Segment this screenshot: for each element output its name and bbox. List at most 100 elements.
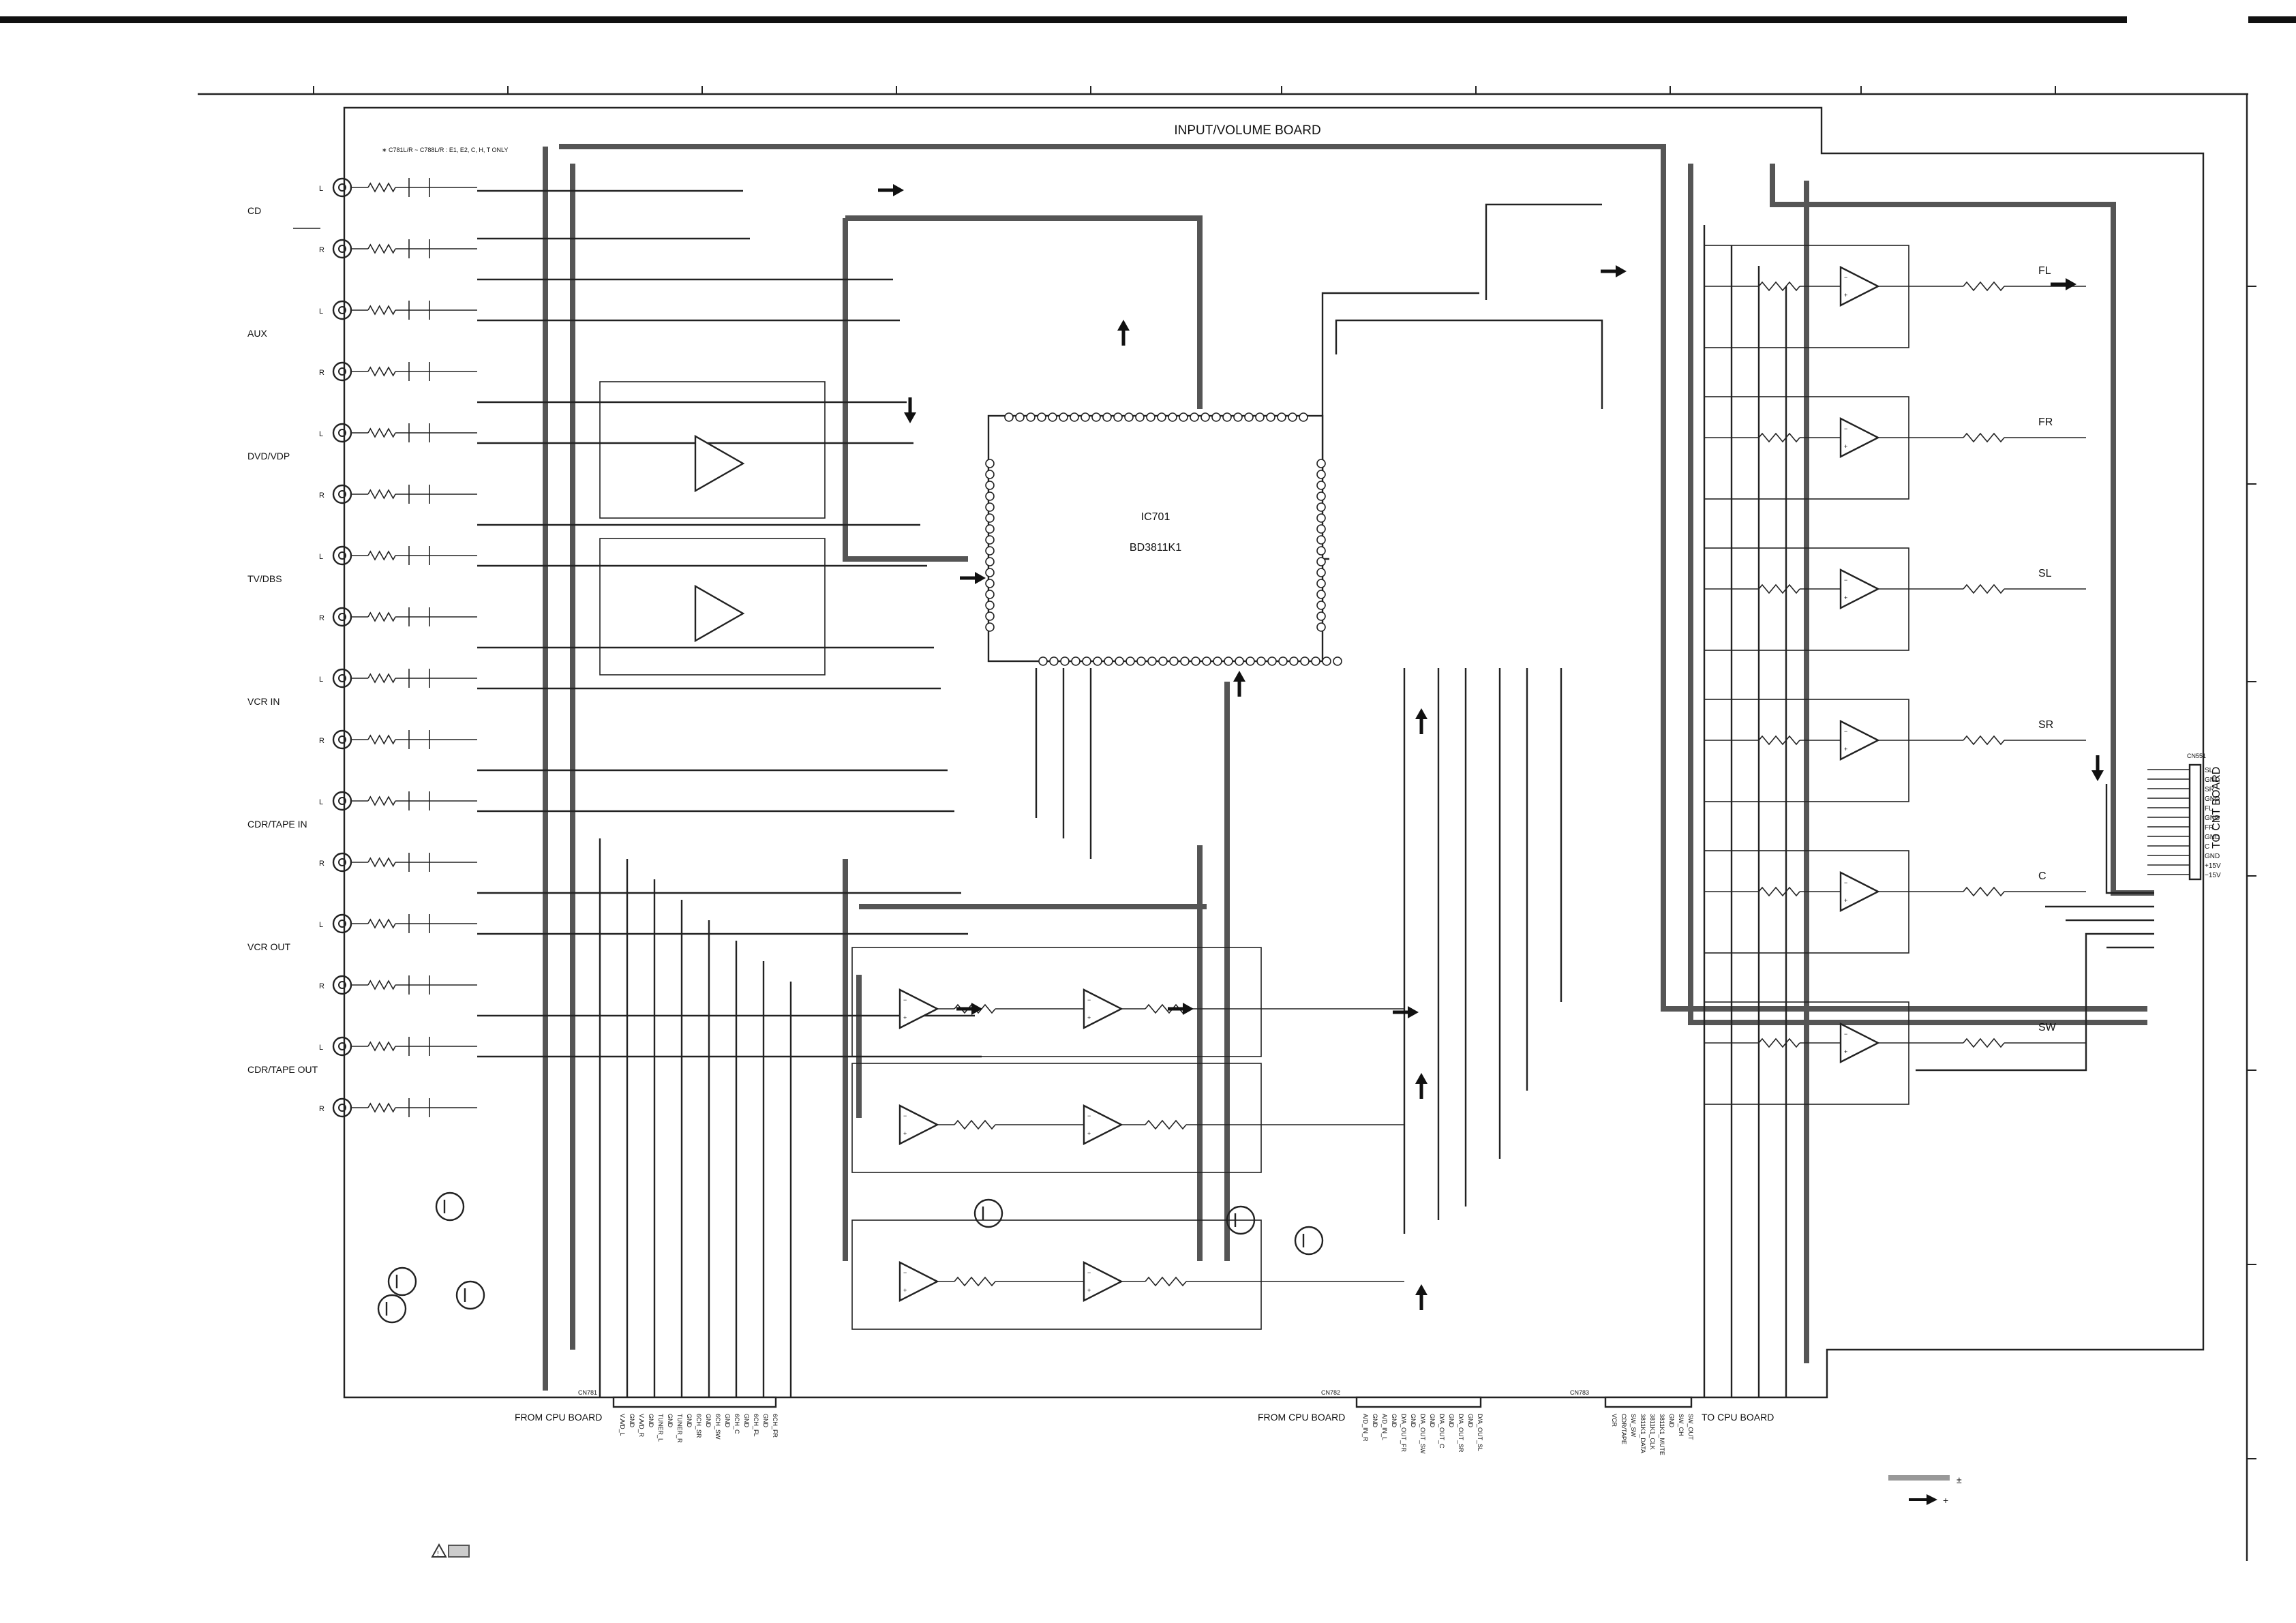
connector-pin-label: GND	[1429, 1414, 1436, 1428]
connector-pin-label: GND	[1467, 1414, 1474, 1428]
connector-ref: CN783	[1570, 1389, 1589, 1396]
opamp-icon	[1839, 417, 1880, 458]
svg-text:−: −	[1844, 728, 1847, 735]
input-label: VCR OUT	[247, 941, 290, 952]
input-label: TV/DBS	[247, 573, 282, 584]
connector-pin-label: D/A_OUT_C	[1438, 1414, 1445, 1448]
input-label: DVD/VDP	[247, 451, 290, 461]
svg-text:−: −	[1087, 997, 1091, 1003]
connector-pin-label: GND	[648, 1414, 654, 1428]
region-note: ∗ C781L/R ~ C788L/R : E1, E2, C, H, T ON…	[382, 147, 508, 153]
connector-pin-label: 3811K1_DATA	[1640, 1414, 1646, 1453]
svg-text:−: −	[1844, 1031, 1847, 1037]
connector-pin-label: D/A_OUT_SW	[1419, 1414, 1426, 1454]
connector-pin-label: SW_CH	[1678, 1414, 1685, 1436]
rca-jack-icon	[332, 545, 352, 566]
connector-pin-label: 6CH_FL	[753, 1414, 759, 1437]
rca-jack-icon	[332, 975, 352, 995]
output-label: FL	[2038, 265, 2051, 277]
arrow-icon	[1233, 671, 1245, 682]
svg-text:+: +	[1943, 1495, 1948, 1506]
board-title: INPUT/VOLUME BOARD	[1174, 123, 1320, 138]
connector-pin-label: GND	[2205, 776, 2220, 784]
connector-pin-label: 3811K1_CLK	[1649, 1414, 1656, 1450]
mute-transistors	[377, 1192, 1324, 1324]
rca-jack-icon	[332, 300, 352, 320]
rca-jack-icon	[332, 484, 352, 504]
cn551-connector: CN551 TO CNT BOARD SLGNDSRGNDFLGNDFRGNDC…	[2147, 753, 2222, 881]
rca-jack-icon	[332, 177, 352, 198]
connector-ref: CN781	[578, 1389, 597, 1396]
top-rule	[0, 16, 2127, 23]
connector-pin-label: GND	[1448, 1414, 1455, 1428]
connector-pin-label: GND	[762, 1414, 769, 1428]
svg-text:+: +	[1087, 1287, 1091, 1294]
opamp-icon	[1839, 1022, 1880, 1063]
input-label: AUX	[247, 328, 267, 339]
connector-pin-label: +15V	[2205, 862, 2221, 870]
svg-text:!: !	[437, 1550, 439, 1558]
opamp-icon	[1839, 568, 1880, 609]
six-channel-amps: −+−+−+−+−+−+	[851, 947, 1404, 1330]
signal-wires	[477, 189, 2154, 1397]
output-amps: −+FL−+FR−+SL−+SR−+C−+SW	[1704, 245, 2086, 1105]
svg-text:+: +	[903, 1130, 907, 1137]
connector-pin-label: GND	[667, 1414, 674, 1428]
output-label: SW	[2038, 1022, 2057, 1033]
arrow-icon	[1183, 1003, 1194, 1015]
channel-label: R	[319, 491, 324, 500]
svg-text:−: −	[903, 1269, 907, 1276]
arrow-icon	[1415, 1073, 1428, 1084]
svg-text:+: +	[1087, 1014, 1091, 1021]
connector-label: TO CPU BOARD	[1702, 1412, 1774, 1423]
connector-pin-label: CDR/TAPE	[1620, 1414, 1627, 1444]
channel-label: L	[319, 921, 323, 929]
preamp-l	[599, 381, 826, 519]
arrow-icon	[1616, 265, 1627, 277]
opamp-icon	[1083, 1104, 1123, 1145]
transistor-icon	[1294, 1226, 1324, 1256]
connector-pin-label: GND	[1372, 1414, 1378, 1428]
rca-jack-icon	[332, 239, 352, 259]
opamp-icon	[1839, 871, 1880, 912]
legend: ± +	[1888, 1474, 1962, 1506]
channel-label: R	[319, 614, 324, 622]
channel-label: L	[319, 307, 323, 316]
connector-pin-label: 6CH_FR	[772, 1414, 779, 1438]
svg-text:−: −	[1087, 1269, 1091, 1276]
connector-pin-label: GND	[724, 1414, 731, 1428]
channel-label: L	[319, 798, 323, 806]
connector-pin-label: GND	[2205, 834, 2220, 841]
output-label: SL	[2038, 568, 2052, 579]
channel-label: L	[319, 185, 323, 193]
connector-pin-label: A/D_IN_L	[1381, 1414, 1388, 1440]
channel-label: L	[319, 676, 323, 684]
connector-pin-label: GND	[2205, 795, 2220, 803]
svg-text:+: +	[1844, 594, 1847, 601]
connector-pin-label: SW_SW	[1630, 1414, 1637, 1438]
channel-label: R	[319, 1105, 324, 1113]
opamp-icon	[1839, 266, 1880, 307]
arrow-icon	[893, 184, 904, 196]
svg-text:BD3811K1: BD3811K1	[1130, 542, 1181, 553]
connector-pin-label: GND	[705, 1414, 712, 1428]
output-label: C	[2038, 870, 2046, 882]
preamp-r	[599, 538, 826, 676]
svg-text:+: +	[1844, 897, 1847, 904]
input-label: VCR IN	[247, 696, 280, 707]
arrow-icon	[2091, 770, 2104, 781]
svg-text:+: +	[903, 1014, 907, 1021]
rca-jack-icon	[332, 729, 352, 750]
svg-text:−: −	[1087, 1112, 1091, 1119]
opamp-icon	[898, 988, 939, 1029]
arrow-icon	[971, 1003, 982, 1015]
opamp-icon	[1083, 988, 1123, 1029]
connector-pin-label: D/A_OUT_SL	[1477, 1414, 1483, 1451]
connector-pin-label: V.A/D_L	[619, 1414, 626, 1436]
connector-label: FROM CPU BOARD	[1258, 1412, 1345, 1423]
rca-jack-icon	[332, 668, 352, 688]
connector-pin-label: GND	[1391, 1414, 1398, 1428]
